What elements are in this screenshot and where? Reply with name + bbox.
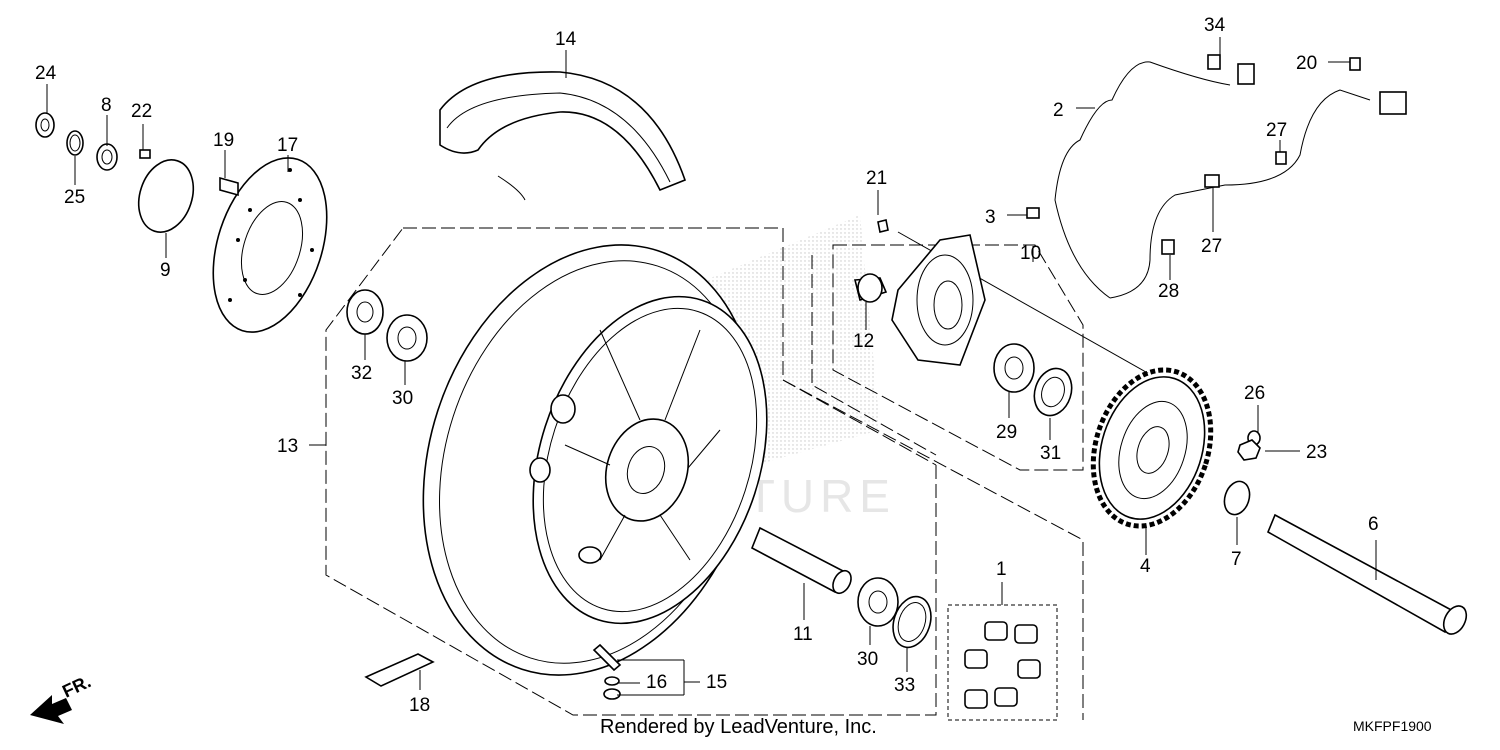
- callout-18: 18: [409, 695, 430, 716]
- callout-3: 3: [985, 207, 996, 228]
- callout-34: 34: [1204, 15, 1226, 36]
- credit-text: Rendered by LeadVenture, Inc.: [600, 716, 877, 738]
- wheel: [422, 244, 768, 676]
- callout-9: 9: [160, 260, 171, 281]
- callout-6: 6: [1368, 514, 1379, 535]
- leader-lines: [46, 37, 1377, 696]
- callout-29: 29: [996, 422, 1017, 443]
- callout-30-right: 30: [857, 649, 878, 670]
- wiring-harness: [1026, 54, 1407, 299]
- callout-4: 4: [1140, 556, 1151, 577]
- sprocket: [1090, 367, 1214, 529]
- callout-21: 21: [866, 168, 887, 189]
- diagram-code: MKFPF1900: [1353, 718, 1432, 734]
- callouts: 1 2 3 4 6 7 8 9 10 11 12 13 14 15 16 17 …: [35, 15, 1379, 716]
- callout-16: 16: [646, 672, 667, 693]
- balance-weight: [364, 653, 435, 687]
- callout-10: 10: [1020, 243, 1041, 264]
- tire: [439, 71, 687, 201]
- callout-33: 33: [894, 675, 915, 696]
- callout-19: 19: [213, 130, 234, 151]
- callout-8: 8: [101, 95, 112, 116]
- callout-2: 2: [1053, 100, 1064, 121]
- assembly-outlines: [325, 227, 1161, 721]
- callout-7: 7: [1231, 549, 1242, 570]
- hub-flange: [853, 219, 986, 366]
- callout-22: 22: [131, 101, 152, 122]
- callout-17: 17: [277, 135, 298, 156]
- axle-parts: [1223, 430, 1468, 635]
- left-small-parts: [35, 112, 239, 197]
- bearing-right: [857, 577, 932, 649]
- callout-27-top: 27: [1266, 120, 1287, 141]
- callout-14: 14: [555, 29, 577, 50]
- callout-25: 25: [64, 187, 85, 208]
- callout-1: 1: [996, 559, 1007, 580]
- bearings-left: [346, 289, 428, 362]
- callout-28: 28: [1158, 281, 1179, 302]
- damper-rubbers: [964, 621, 1041, 709]
- callout-31: 31: [1040, 443, 1061, 464]
- callout-24: 24: [35, 63, 57, 84]
- callout-20: 20: [1296, 53, 1317, 74]
- callout-12: 12: [853, 331, 874, 352]
- callout-13: 13: [277, 436, 298, 457]
- front-direction-icon: FR.: [30, 671, 94, 724]
- callout-27-bottom: 27: [1201, 236, 1222, 257]
- brake-disc: [212, 157, 328, 333]
- direction-label: FR.: [59, 671, 94, 701]
- callout-30-left: 30: [392, 388, 413, 409]
- callout-23: 23: [1306, 442, 1327, 463]
- axle-spacer: [750, 526, 852, 595]
- sensor-ring: [137, 159, 195, 233]
- callout-26: 26: [1244, 383, 1265, 404]
- hub-bearing: [993, 343, 1073, 417]
- valve: [592, 643, 622, 700]
- callout-32: 32: [351, 363, 372, 384]
- callout-11: 11: [793, 624, 813, 645]
- callout-15: 15: [706, 672, 727, 693]
